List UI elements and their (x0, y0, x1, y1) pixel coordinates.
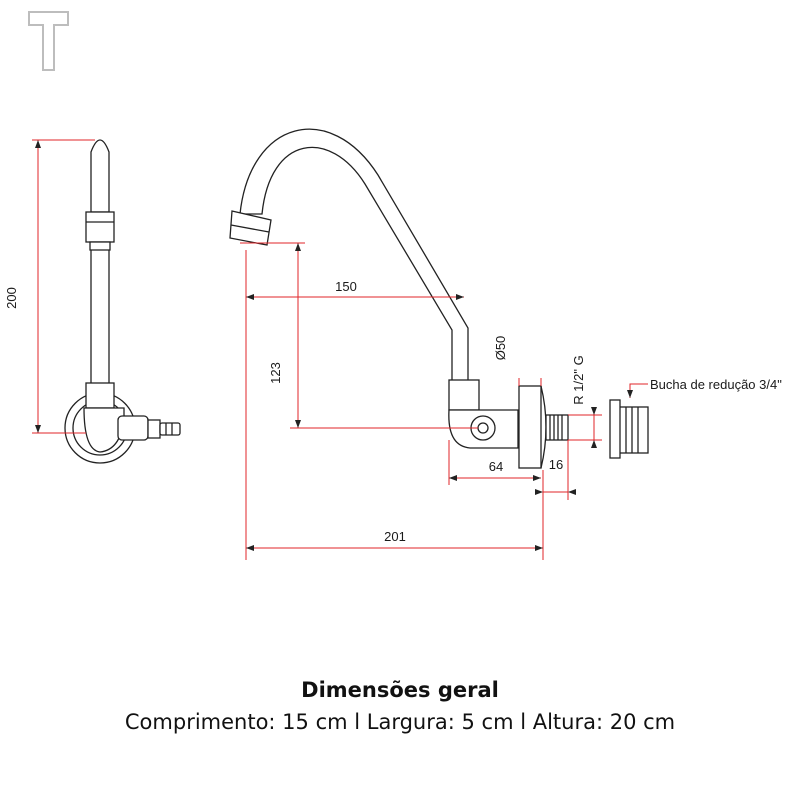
dim-reach-label: 150 (335, 279, 357, 294)
bushing-callout-label: Bucha de redução 3/4" (650, 377, 782, 392)
front-view (229, 128, 649, 469)
dim-total-length-label: 201 (384, 529, 406, 544)
caption-subtitle: Comprimento: 15 cm l Largura: 5 cm l Alt… (124, 710, 676, 734)
dim-flange-label: 16 (549, 457, 563, 472)
dimension-arrows (246, 243, 633, 551)
spout (239, 128, 469, 383)
dim-diameter-label: Ø50 (493, 336, 508, 361)
caption-title: Dimensões geral (301, 678, 499, 702)
dim-thread-label: R 1/2" G (571, 355, 586, 404)
threaded-connector (545, 414, 569, 441)
dim-height (32, 139, 95, 434)
t-logo-icon (28, 11, 69, 71)
side-coupling (85, 211, 115, 243)
dim-spout-height-label: 123 (268, 362, 283, 384)
wall-flange (518, 385, 542, 469)
side-tube (90, 234, 110, 386)
side-view (64, 139, 181, 464)
side-elbow (85, 382, 115, 409)
dim-body-depth-label: 64 (489, 459, 503, 474)
body-collar (448, 379, 480, 411)
side-valve (117, 415, 149, 441)
dim-height-label: 200 (4, 287, 19, 309)
dimension-lines (240, 242, 648, 560)
